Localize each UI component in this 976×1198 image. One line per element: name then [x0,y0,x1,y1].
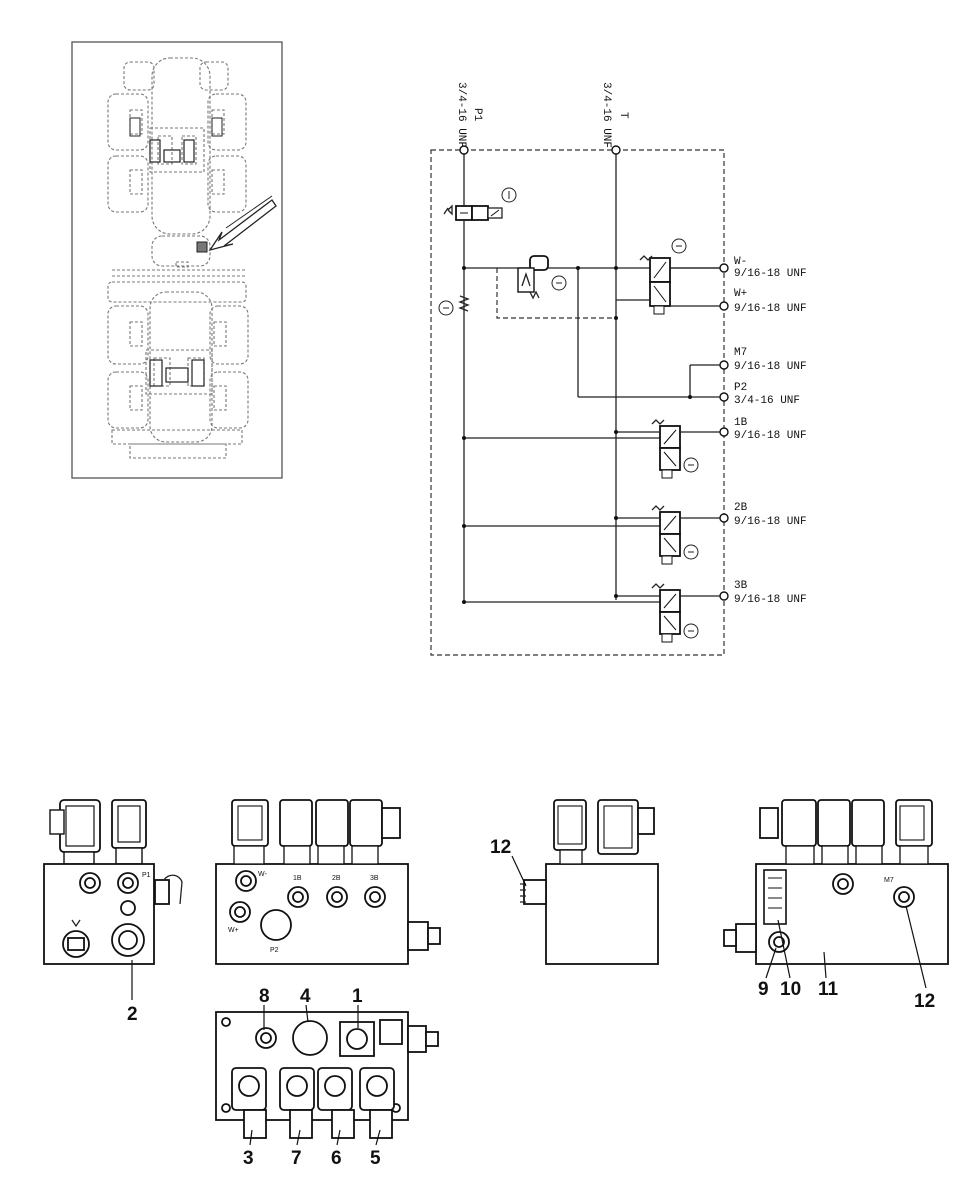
face-port-label: W+ [228,927,239,934]
port-p1-thread: 3/4-16 UNF [455,82,467,148]
callout-9: 9 [758,979,769,1000]
callout-4: 4 [300,986,311,1007]
callout-leaders [131,855,927,1146]
port-p2-symbol [719,392,729,402]
callout-11: 11 [818,979,839,1000]
callout-12-right-end: 12 [490,837,511,858]
directional-valve-2b-symbol [462,505,720,565]
port-thread: 9/16-18 UNF [734,516,807,528]
face-port-label: 1B [293,875,302,882]
port-thread: 9/16-18 UNF [734,594,807,606]
port-m7-symbol [719,360,729,370]
callout-1: 1 [352,986,363,1007]
face-port-label: 2B [332,875,341,882]
valve-view-front-face: W- 1B 2B 3B W+ P2 [215,799,441,965]
directional-valve-3b-symbol [462,583,720,643]
location-arrow-icon [208,199,277,252]
callout-10: 10 [780,979,801,1000]
port-label: 1B [734,417,748,429]
callout-12-back-face: 12 [914,991,935,1012]
port-thread: 3/4-16 UNF [734,395,800,407]
directional-valve-w-symbol [616,238,720,315]
directional-valve-1b-symbol [462,419,720,479]
face-port-label: W- [258,871,267,878]
callout-7: 7 [291,1148,302,1169]
face-port-label: P2 [270,947,279,954]
port-t-symbol [611,145,621,155]
port-1b-symbol [719,427,729,437]
port-t-thread: 3/4-16 UNF [600,82,612,148]
face-port-label: 3B [370,875,379,882]
right-port-labels: W- 9/16-18 UNF W+ 9/16-18 UNF M7 9/16-18… [734,256,807,606]
callout-2: 2 [127,1004,138,1025]
port-label: 3B [734,580,748,592]
port-label: P2 [734,382,747,394]
valve-view-end-right [520,799,659,965]
port-label: W+ [734,288,747,300]
port-p1-label: P1 [471,108,483,122]
manifold-boundary [430,149,725,656]
port-label: W- [734,256,747,268]
valve-view-bottom [215,1011,439,1139]
callout-numbers: 2 12 8 4 1 3 7 6 5 9 10 11 12 [127,837,935,1169]
callout-5: 5 [370,1148,381,1169]
valve-location-marker [196,241,208,253]
port-2b-symbol [719,513,729,523]
port-label: M7 [734,347,747,359]
port-t-label: T [617,112,629,119]
port-thread: 9/16-18 UNF [734,268,807,280]
solenoid-valve-1-symbol [443,187,517,221]
hydraulic-schematic: P1 3/4-16 UNF T 3/4-16 UNF [430,82,807,656]
port-w-plus-symbol [719,301,729,311]
port-thread: 9/16-18 UNF [734,430,807,442]
machine-locator-panel [71,41,283,479]
callout-6: 6 [331,1148,342,1169]
port-thread: 9/16-18 UNF [734,303,807,315]
face-port-label: M7 [884,877,894,884]
port-label: 2B [734,502,748,514]
relief-valve-4-symbol [438,295,470,316]
port-w-minus-symbol [719,263,729,273]
machine-frame-solid-parts [129,117,223,387]
port-thread: 9/16-18 UNF [734,361,807,373]
callout-8: 8 [259,986,270,1007]
port-3b-symbol [719,591,729,601]
callout-3: 3 [243,1148,254,1169]
port-p1-symbol [459,145,469,155]
valve-view-end-left: P1 [43,799,183,965]
pressure-reducing-valve-2-symbol [517,255,567,300]
face-port-label: P1 [142,872,151,879]
